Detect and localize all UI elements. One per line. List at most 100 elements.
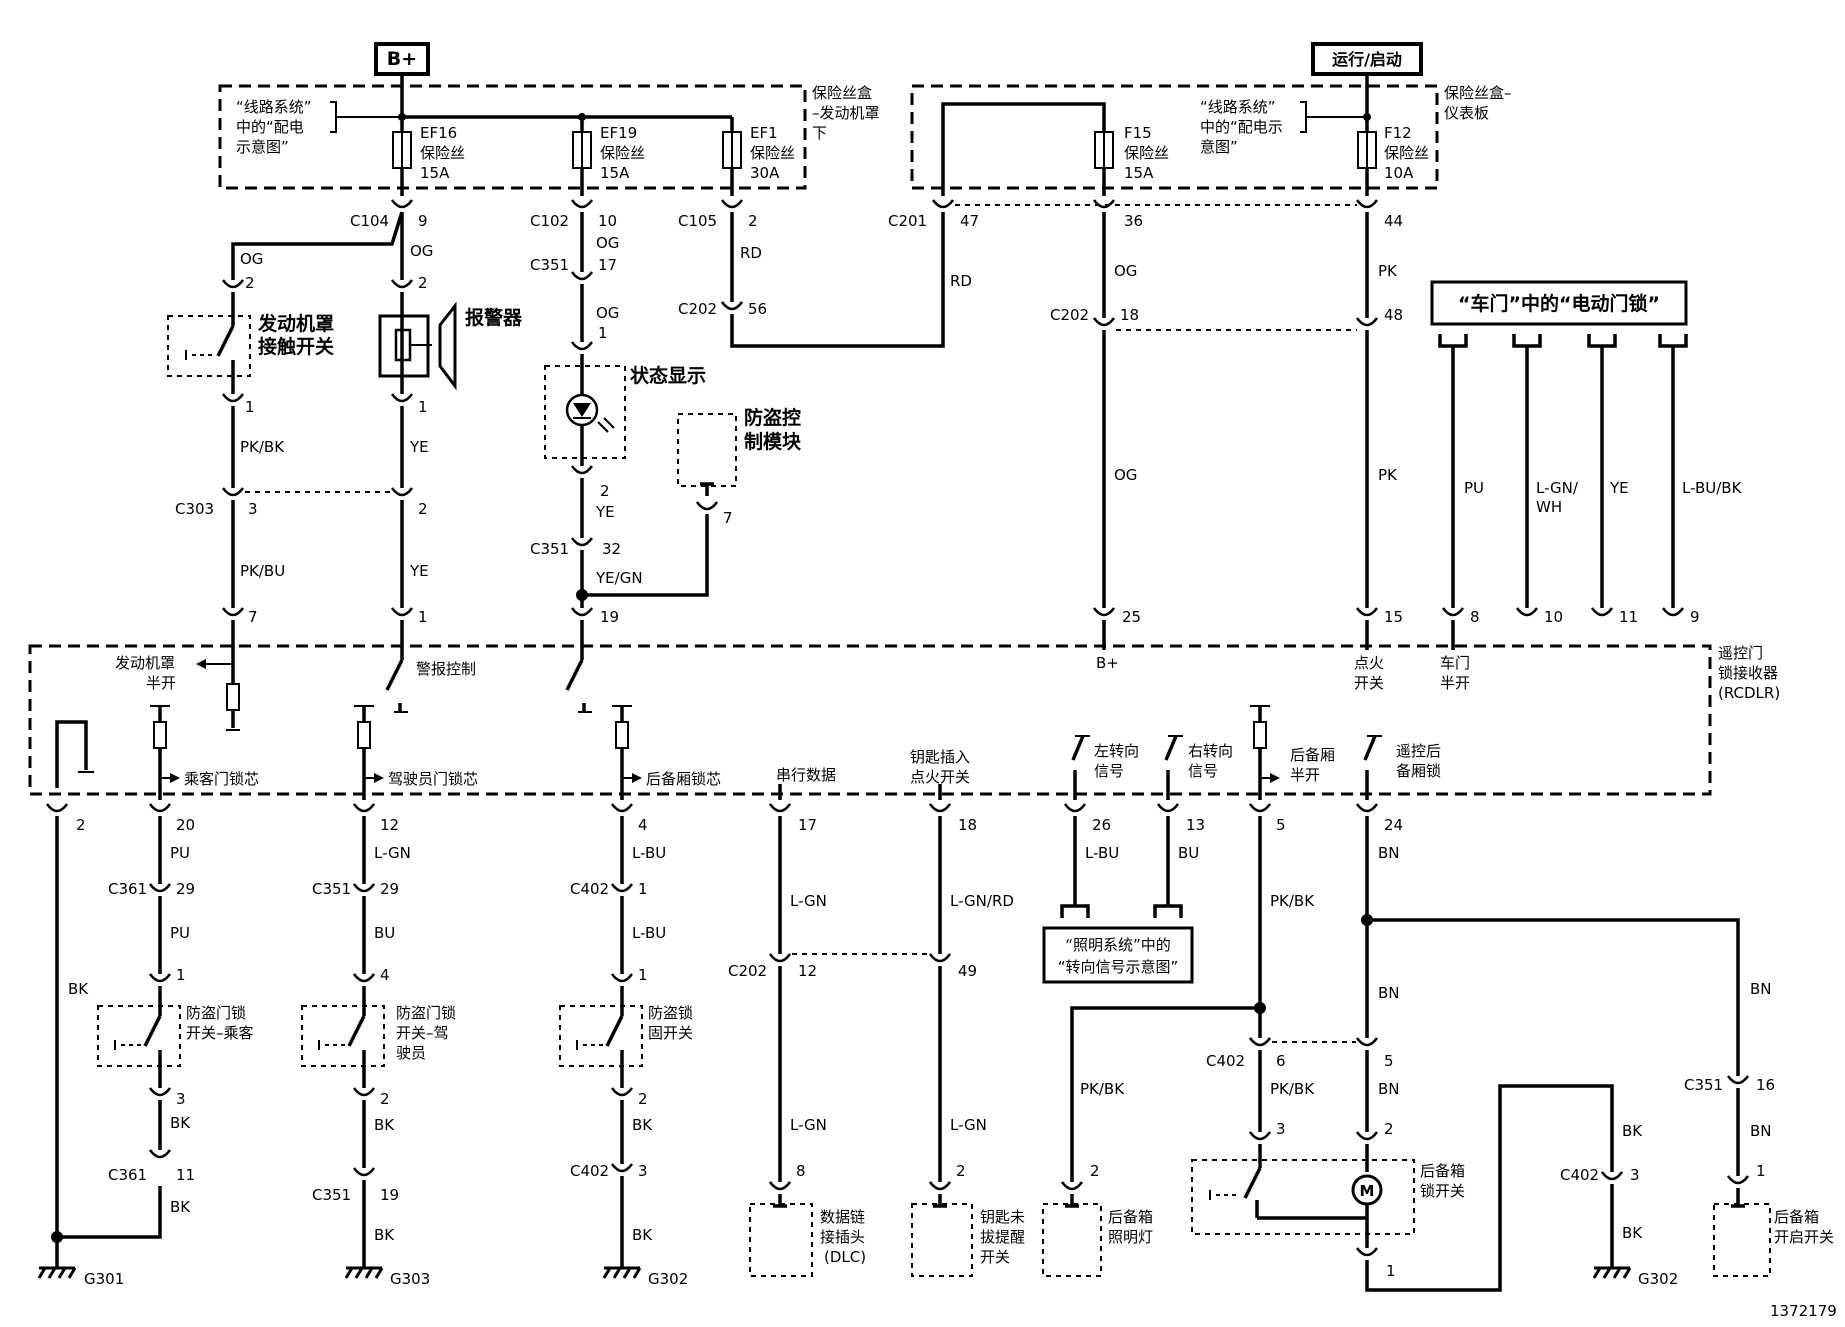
svg-text:C361: C361 bbox=[108, 880, 147, 898]
svg-text:BU: BU bbox=[1178, 844, 1199, 862]
svg-text:F12: F12 bbox=[1384, 124, 1412, 142]
svg-text:1: 1 bbox=[1386, 1262, 1396, 1280]
svg-text:13: 13 bbox=[1186, 816, 1205, 834]
svg-text:YE/GN: YE/GN bbox=[595, 569, 643, 587]
svg-text:防盗门锁: 防盗门锁 bbox=[396, 1004, 456, 1022]
svg-text:C202: C202 bbox=[1050, 306, 1089, 324]
svg-text:警报控制: 警报控制 bbox=[416, 660, 476, 678]
svg-text:12: 12 bbox=[380, 816, 399, 834]
svg-text:PK/BU: PK/BU bbox=[240, 562, 285, 580]
fuse-f12: F12 保险丝 10A bbox=[1357, 124, 1429, 182]
svg-text:后备厢锁芯: 后备厢锁芯 bbox=[646, 770, 721, 788]
svg-text:C351: C351 bbox=[312, 1186, 351, 1204]
svg-text:BN: BN bbox=[1750, 980, 1772, 998]
svg-text:发动机罩: 发动机罩 bbox=[257, 312, 334, 335]
svg-text:“转向信号示意图”: “转向信号示意图” bbox=[1058, 958, 1179, 976]
svg-text:BK: BK bbox=[632, 1116, 653, 1134]
svg-text:7: 7 bbox=[248, 608, 258, 626]
svg-text:17: 17 bbox=[598, 256, 617, 274]
svg-text:1: 1 bbox=[245, 398, 255, 416]
svg-text:制模块: 制模块 bbox=[744, 430, 802, 453]
svg-text:备厢锁: 备厢锁 bbox=[1396, 762, 1441, 780]
svg-text:PU: PU bbox=[1464, 479, 1484, 497]
key-reminder-switch: 钥匙未 拔提醒 开关 bbox=[911, 1194, 1025, 1277]
svg-text:L-BU/BK: L-BU/BK bbox=[1682, 479, 1743, 497]
svg-text:3: 3 bbox=[1276, 1120, 1286, 1138]
svg-text:拔提醒: 拔提醒 bbox=[980, 1228, 1025, 1246]
svg-text:后备厢: 后备厢 bbox=[1290, 746, 1335, 764]
svg-text:“线路系统”: “线路系统” bbox=[1200, 98, 1276, 116]
svg-text:C351: C351 bbox=[1684, 1076, 1723, 1094]
svg-text:钥匙插入: 钥匙插入 bbox=[910, 748, 970, 766]
fuse-box-engine: 保险丝盒 –发动机罩 下 “线路系统” 中的“配电 示意图” bbox=[218, 84, 880, 190]
svg-text:保险丝: 保险丝 bbox=[600, 144, 645, 162]
svg-text:2: 2 bbox=[638, 1090, 648, 1108]
svg-text:C402: C402 bbox=[570, 880, 609, 898]
door-lock-reference: “车门”中的“电动门锁” bbox=[1430, 280, 1688, 348]
svg-text:F15: F15 bbox=[1124, 124, 1152, 142]
svg-text:8: 8 bbox=[796, 1162, 806, 1180]
svg-text:OG: OG bbox=[1114, 466, 1137, 484]
fuse-f15: F15 保险丝 15A bbox=[1094, 124, 1169, 182]
svg-text:C104: C104 bbox=[350, 212, 389, 230]
svg-text:防盗控: 防盗控 bbox=[744, 406, 801, 429]
svg-text:29: 29 bbox=[176, 880, 195, 898]
svg-text:L-BU: L-BU bbox=[632, 924, 666, 942]
fuse-ef19: EF19 保险丝 15A bbox=[572, 117, 645, 196]
svg-text:L-GN: L-GN bbox=[950, 1116, 987, 1134]
hood-contact-switch: 发动机罩 接触开关 bbox=[167, 292, 334, 394]
svg-text:OG: OG bbox=[596, 234, 619, 252]
alarm-horn: 报警器 bbox=[378, 292, 523, 394]
svg-text:PU: PU bbox=[170, 844, 190, 862]
svg-text:1: 1 bbox=[638, 880, 648, 898]
svg-text:“线路系统”: “线路系统” bbox=[236, 98, 312, 116]
svg-text:4: 4 bbox=[638, 816, 648, 834]
svg-text:遥控门: 遥控门 bbox=[1718, 644, 1763, 662]
svg-text:半开: 半开 bbox=[1290, 766, 1320, 784]
svg-text:19: 19 bbox=[600, 608, 619, 626]
svg-text:15A: 15A bbox=[420, 164, 450, 182]
svg-text:OG: OG bbox=[240, 250, 263, 268]
svg-text:半开: 半开 bbox=[146, 674, 176, 692]
trunk-lock-switch: M 后备箱 锁开关 bbox=[1191, 1144, 1465, 1248]
svg-text:BK: BK bbox=[1622, 1224, 1643, 1242]
svg-text:(RCDLR): (RCDLR) bbox=[1718, 684, 1780, 702]
svg-text:36: 36 bbox=[1124, 212, 1143, 230]
svg-text:保险丝盒–: 保险丝盒– bbox=[1444, 84, 1512, 102]
svg-text:后备箱: 后备箱 bbox=[1108, 1208, 1153, 1226]
svg-text:PK/BK: PK/BK bbox=[1080, 1080, 1125, 1098]
svg-text:2: 2 bbox=[418, 500, 428, 518]
svg-text:锁接收器: 锁接收器 bbox=[1718, 664, 1778, 682]
svg-text:–发动机罩: –发动机罩 bbox=[812, 104, 880, 122]
svg-text:下: 下 bbox=[812, 124, 827, 142]
svg-text:C102: C102 bbox=[530, 212, 569, 230]
svg-text:中的“配电: 中的“配电 bbox=[236, 118, 304, 136]
svg-text:25: 25 bbox=[1122, 608, 1141, 626]
svg-text:接插头: 接插头 bbox=[820, 1228, 865, 1246]
svg-text:3: 3 bbox=[1630, 1166, 1640, 1184]
svg-text:1: 1 bbox=[176, 966, 186, 984]
svg-text:C351: C351 bbox=[312, 880, 351, 898]
svg-text:G301: G301 bbox=[84, 1270, 124, 1288]
svg-text:G302: G302 bbox=[1638, 1270, 1678, 1288]
fuse-ef1: EF1 保险丝 30A bbox=[722, 117, 795, 196]
svg-text:报警器: 报警器 bbox=[465, 306, 523, 329]
svg-text:C351: C351 bbox=[530, 540, 569, 558]
svg-text:1: 1 bbox=[638, 966, 648, 984]
svg-text:中的“配电示: 中的“配电示 bbox=[1200, 118, 1283, 136]
svg-text:信号: 信号 bbox=[1188, 762, 1218, 780]
svg-text:17: 17 bbox=[798, 816, 817, 834]
svg-text:开关–驾: 开关–驾 bbox=[396, 1024, 449, 1042]
svg-text:15: 15 bbox=[1384, 608, 1403, 626]
svg-text:18: 18 bbox=[1120, 306, 1139, 324]
svg-text:意图”: 意图” bbox=[1200, 138, 1238, 156]
fuse-box-panel: 保险丝盒– 仪表板 “线路系统” 中的“配电示 意图” bbox=[910, 84, 1512, 190]
svg-text:BN: BN bbox=[1378, 844, 1400, 862]
svg-text:BN: BN bbox=[1378, 1080, 1400, 1098]
svg-text:保险丝: 保险丝 bbox=[420, 144, 465, 162]
svg-text:仪表板: 仪表板 bbox=[1444, 104, 1489, 122]
run-start-label: 运行/启动 bbox=[1311, 42, 1423, 76]
svg-text:半开: 半开 bbox=[1440, 674, 1470, 692]
svg-text:开启开关: 开启开关 bbox=[1774, 1228, 1834, 1246]
svg-text:2: 2 bbox=[600, 482, 610, 500]
